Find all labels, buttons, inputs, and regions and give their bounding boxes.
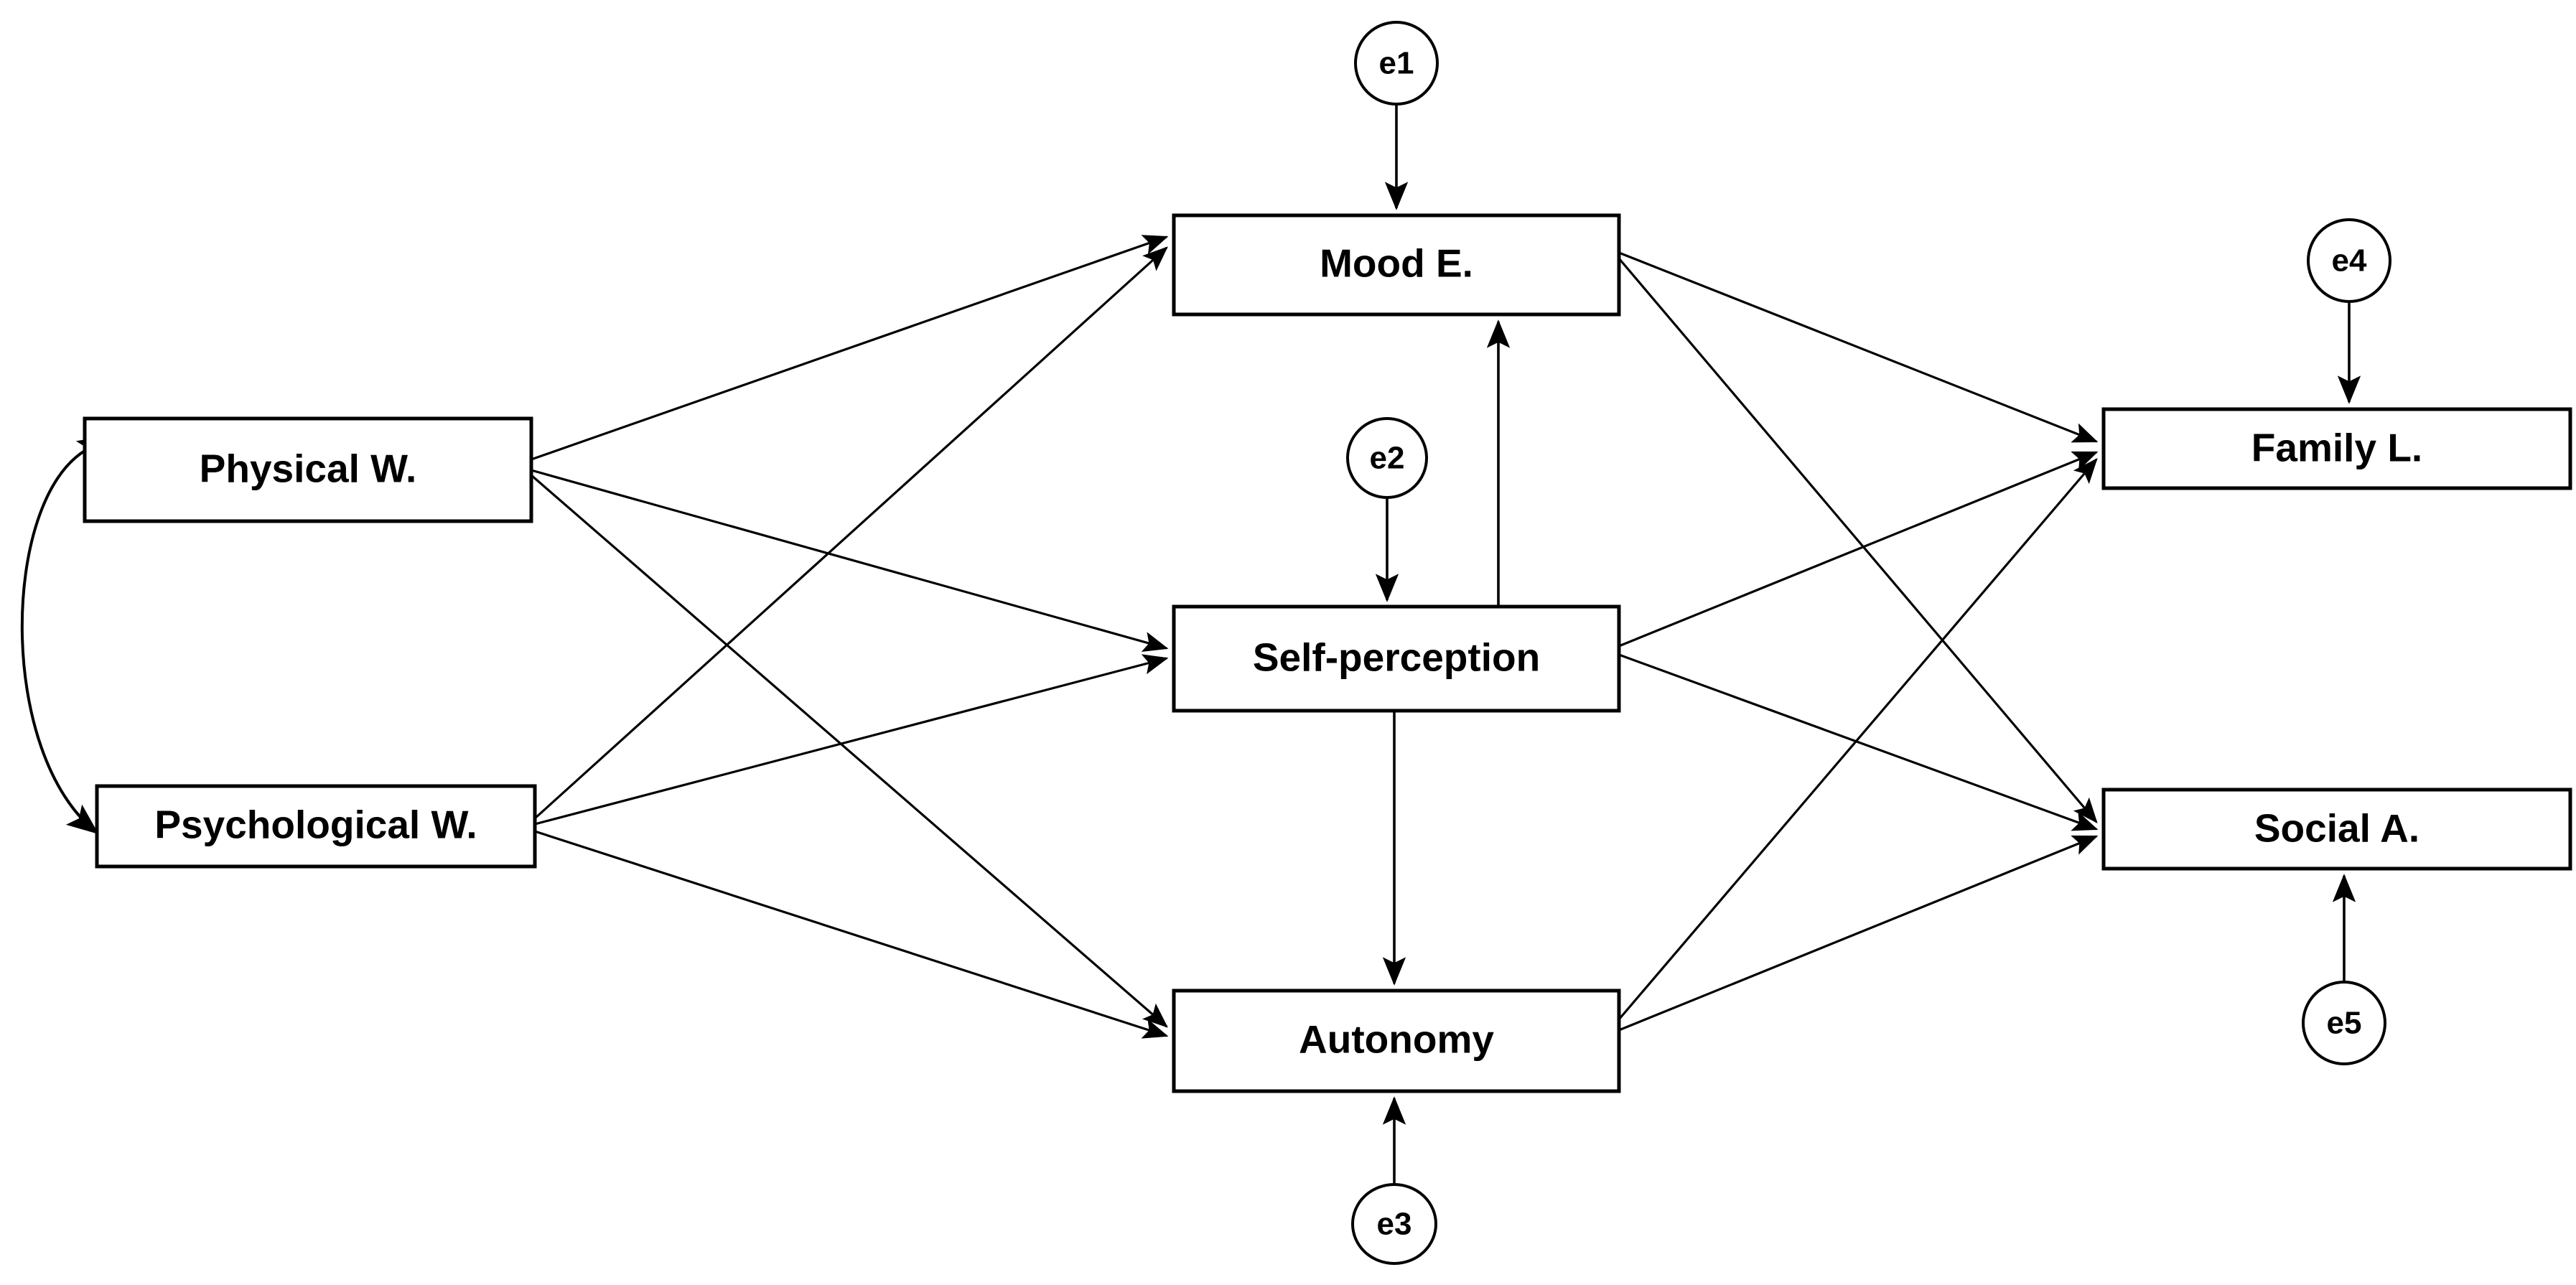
path-physical-to-mood <box>531 235 1169 461</box>
node-self-perception-box[interactable] <box>1172 604 1621 713</box>
node-autonomy-label: Autonomy <box>1299 1017 1494 1062</box>
path-mood-to-social <box>1618 257 2098 823</box>
node-error-e1-label: e1 <box>1379 46 1414 81</box>
node-error-e4-circle[interactable] <box>2307 218 2391 303</box>
node-mood-e-label: Mood E. <box>1320 241 1473 286</box>
node-social-a-box[interactable] <box>2101 788 2572 871</box>
path-psychological-to-autonomy <box>534 830 1169 1039</box>
node-autonomy[interactable]: Autonomy <box>1172 989 1621 1093</box>
node-autonomy-box[interactable] <box>1172 989 1621 1093</box>
node-social-a-label: Social A. <box>2254 806 2419 851</box>
path-autonomy-to-social <box>1618 835 2099 1032</box>
node-mood-e-box[interactable] <box>1172 213 1621 317</box>
node-family-l-box[interactable] <box>2101 407 2572 490</box>
node-psychological-w-label: Psychological W. <box>154 803 477 847</box>
node-error-e1-circle[interactable] <box>1354 21 1439 106</box>
node-social-a[interactable]: Social A. <box>2101 788 2572 871</box>
node-mood-e[interactable]: Mood E. <box>1172 213 1621 317</box>
covariance-physical-psychological <box>20 435 110 834</box>
node-error-e4-label: e4 <box>2332 243 2367 279</box>
node-family-l[interactable]: Family L. <box>2101 407 2572 490</box>
node-physical-w-box[interactable] <box>83 416 533 523</box>
node-error-e2-label: e2 <box>1370 441 1405 476</box>
node-psychological-w[interactable]: Psychological W. <box>95 784 537 869</box>
node-error-e2[interactable]: e2 <box>1346 417 1428 499</box>
path-autonomy-to-family <box>1618 458 2098 1021</box>
node-self-perception[interactable]: Self-perception <box>1172 604 1621 713</box>
node-physical-w[interactable]: Physical W. <box>83 416 533 523</box>
path-selfperception-to-family <box>1618 451 2099 648</box>
path-physical-to-autonomy <box>530 474 1168 1028</box>
path-selfperception-to-social <box>1618 653 2099 831</box>
node-error-e5-label: e5 <box>2327 1006 2362 1041</box>
path-psychological-to-mood <box>533 246 1168 820</box>
node-error-e4[interactable]: e4 <box>2307 218 2391 303</box>
node-error-e1[interactable]: e1 <box>1354 21 1439 106</box>
node-family-l-label: Family L. <box>2251 426 2422 470</box>
node-psychological-w-box[interactable] <box>95 784 537 869</box>
node-error-e3[interactable]: e3 <box>1351 1183 1437 1265</box>
node-error-e5[interactable]: e5 <box>2302 981 2386 1065</box>
node-error-e3-circle[interactable] <box>1351 1183 1437 1265</box>
node-self-perception-label: Self-perception <box>1253 635 1540 680</box>
node-error-e3-label: e3 <box>1377 1207 1412 1242</box>
path-psychological-to-selfperception <box>534 654 1169 826</box>
node-error-e2-circle[interactable] <box>1346 417 1428 499</box>
path-physical-to-selfperception <box>531 469 1169 653</box>
path-mood-to-family <box>1618 251 2099 443</box>
node-physical-w-label: Physical W. <box>200 447 417 491</box>
node-error-e5-circle[interactable] <box>2302 981 2386 1065</box>
